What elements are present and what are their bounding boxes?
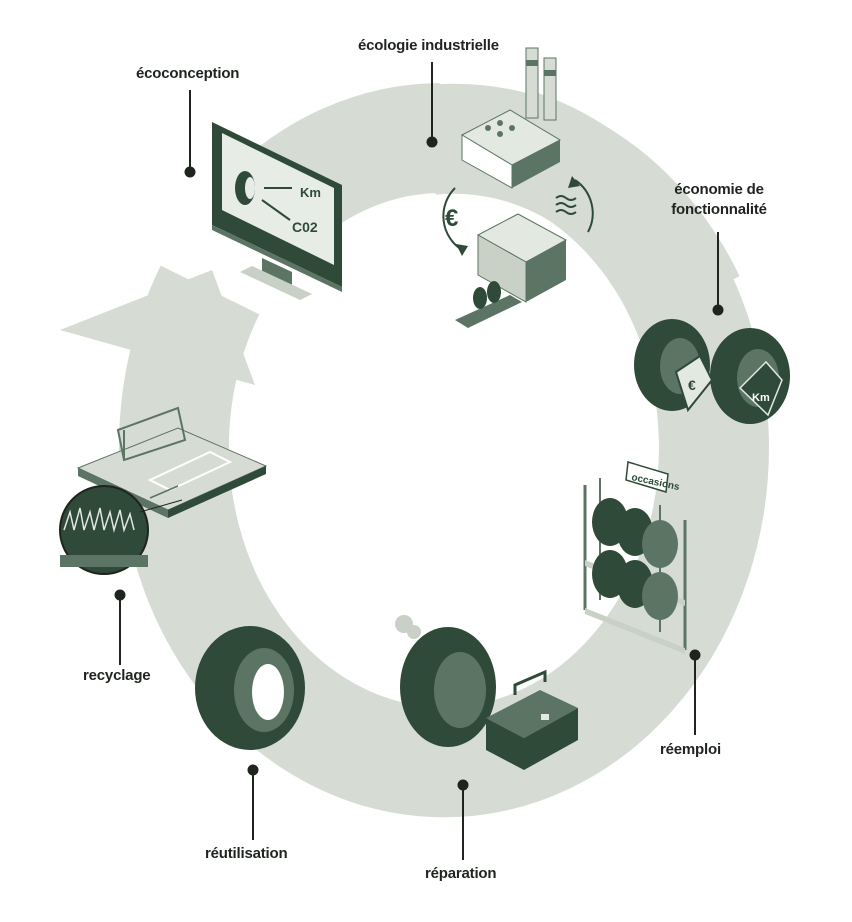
tagged-tires-illustration: € Km: [634, 319, 790, 424]
factory-illustration: €: [442, 47, 594, 328]
label-reparation: réparation: [425, 865, 497, 882]
euro-symbol: €: [445, 205, 458, 232]
recycling-field-illustration: [59, 406, 268, 575]
label-reemploi: réemploi: [660, 741, 721, 758]
label-recyclage: recyclage: [83, 667, 151, 684]
label-economie-line1: économie de: [674, 181, 764, 198]
monitor-co2-text: C02: [292, 219, 318, 235]
tire-shelf-illustration: occasions: [583, 461, 687, 654]
leader-lines: [114, 62, 724, 860]
reuse-tire-illustration: [195, 626, 305, 750]
label-economie-fonctionnalite: économie de fonctionnalité: [660, 180, 778, 220]
tag-euro-text: €: [688, 377, 696, 393]
tag-km-text: Km: [752, 392, 770, 404]
label-ecoconception: écoconception: [136, 65, 240, 82]
label-ecologie-industrielle: écologie industrielle: [358, 37, 499, 54]
monitor-illustration: Km C02: [212, 122, 342, 300]
repair-illustration: [395, 615, 578, 770]
cycle-arrowhead: [60, 270, 255, 385]
label-economie-line2: fonctionnalité: [671, 201, 767, 218]
monitor-km-text: Km: [300, 185, 321, 200]
label-reutilisation: réutilisation: [205, 845, 288, 862]
